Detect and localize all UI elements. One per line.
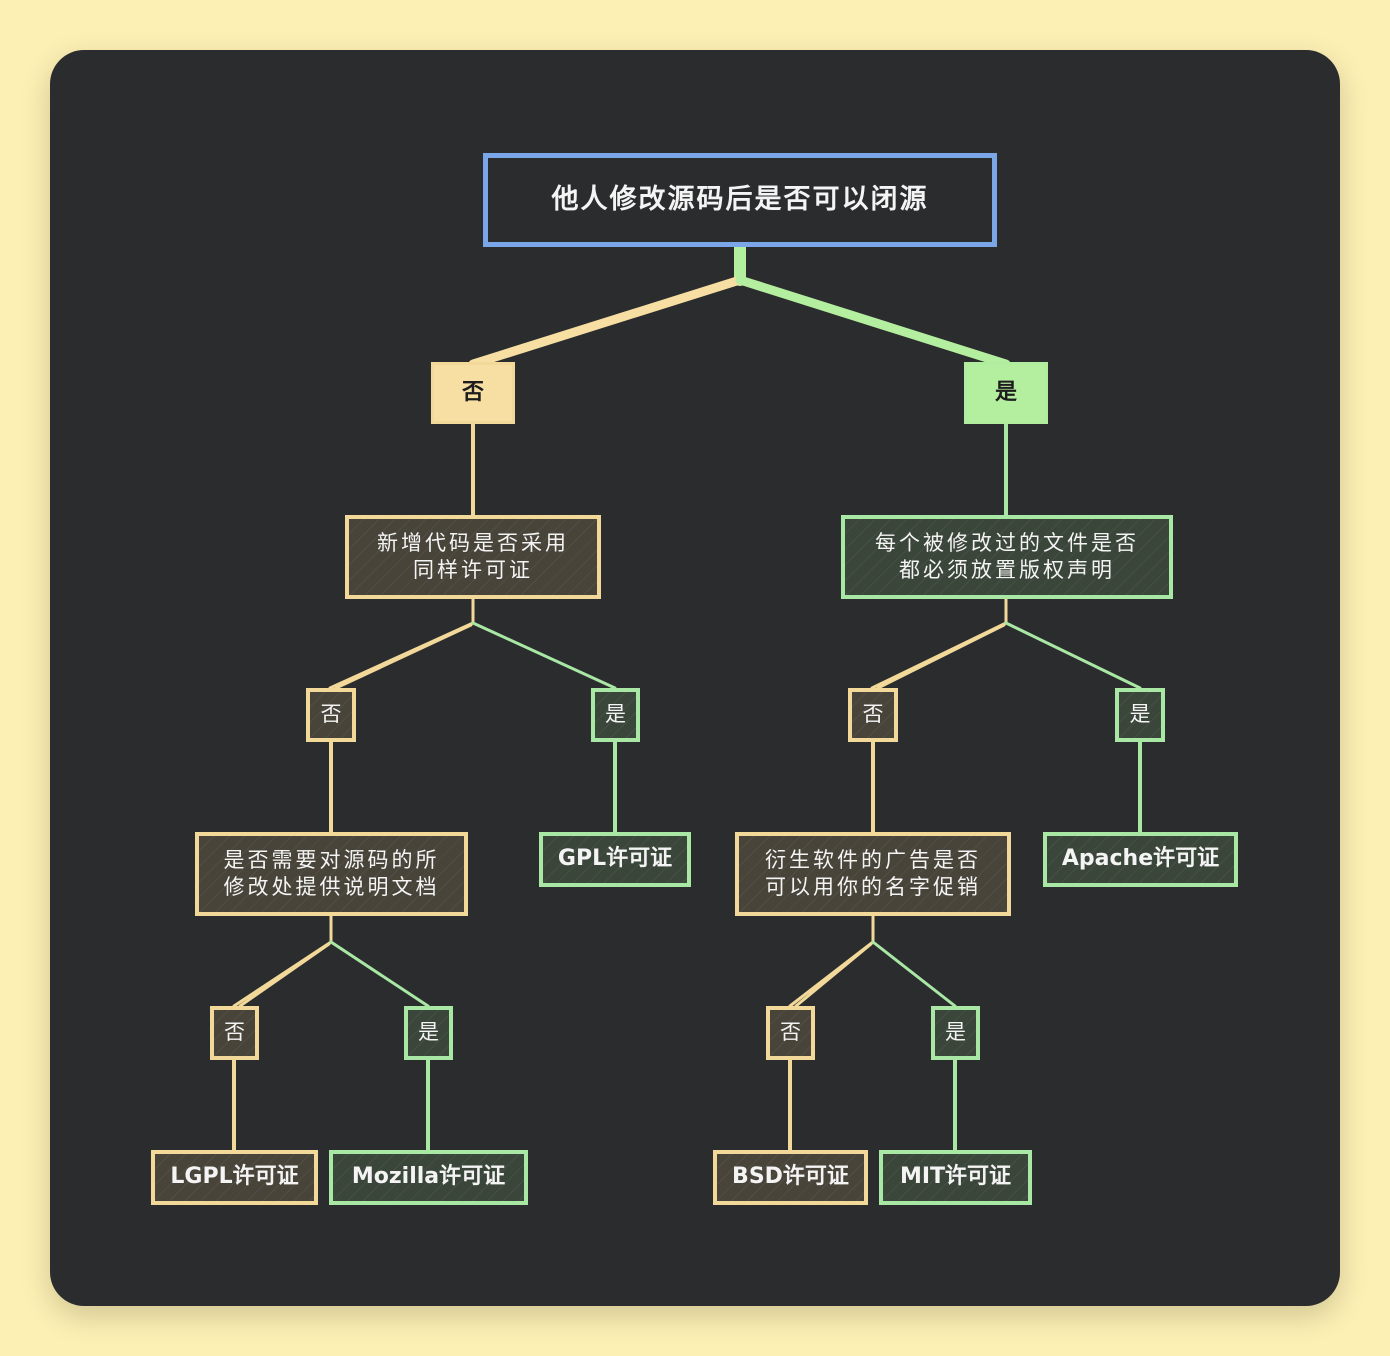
result-label: GPL许可证 [557, 846, 673, 872]
answer-no: 否 [210, 1006, 259, 1060]
edge-q3r-yes [871, 940, 957, 1008]
question-copyright-notice: 每个被修改过的文件是否都必须放置版权声明 [841, 515, 1173, 599]
answer-label: 是 [1129, 702, 1151, 727]
question-line: 同样许可证 [413, 558, 533, 582]
edge-q2l-no [328, 597, 475, 690]
question-line: 是否需要对源码的所 [223, 847, 440, 872]
answer-yes: 是 [1115, 688, 1165, 742]
question-line: 可以用你的名字促销 [765, 875, 981, 899]
result-gpl: GPL许可证 [539, 832, 691, 887]
edge-q3l-no [232, 914, 333, 1008]
answer-yes: 是 [591, 688, 640, 742]
result-label: BSD许可证 [732, 1164, 849, 1190]
answer-label: 否 [862, 702, 884, 727]
result-label: LGPL许可证 [170, 1164, 299, 1190]
edge-q2r-no [870, 597, 1008, 690]
edge-q3r-no [788, 914, 875, 1008]
question-line: 都必须放置版权声明 [899, 558, 1115, 582]
answer-no: 否 [848, 688, 898, 742]
question-line: 新增代码是否采用 [377, 530, 569, 555]
answer-label: 否 [780, 1020, 801, 1045]
answer-label: 是 [605, 702, 626, 727]
root-question: 他人修改源码后是否可以闭源 [483, 153, 997, 247]
result-label: Apache许可证 [1061, 846, 1220, 872]
answer-label: 否 [224, 1020, 245, 1045]
question-same-license: 新增代码是否采用同样许可证 [345, 515, 601, 599]
answer-no: 否 [306, 688, 356, 742]
edge-q3l-yes [329, 940, 430, 1008]
answer-label: 否 [461, 379, 484, 405]
result-lgpl: LGPL许可证 [151, 1150, 318, 1205]
question-line: 每个被修改过的文件是否 [875, 530, 1139, 555]
result-apache: Apache许可证 [1043, 832, 1238, 887]
answer-yes: 是 [404, 1006, 453, 1060]
answer-no-level1: 否 [431, 362, 515, 424]
result-bsd: BSD许可证 [713, 1150, 868, 1205]
result-mit: MIT许可证 [879, 1150, 1032, 1205]
edge-root-yes [735, 275, 1011, 369]
question-line: 衍生软件的广告是否 [765, 847, 981, 872]
root-question-text: 他人修改源码后是否可以闭源 [551, 184, 929, 216]
question-name-promotion: 衍生软件的广告是否可以用你的名字促销 [735, 832, 1011, 916]
question-line: 修改处提供说明文档 [223, 875, 440, 899]
answer-label: 否 [320, 702, 342, 727]
diagram-canvas [50, 50, 1340, 1306]
answer-yes-level1: 是 [964, 362, 1048, 424]
answer-no: 否 [766, 1006, 815, 1060]
edge-root-no [468, 275, 745, 369]
answer-label: 是 [945, 1020, 966, 1045]
result-mozilla: Mozilla许可证 [329, 1150, 528, 1205]
edge-q2r-yes [1004, 621, 1142, 690]
question-documentation: 是否需要对源码的所修改处提供说明文档 [195, 832, 468, 916]
edge-q2l-yes [471, 621, 617, 690]
result-label: MIT许可证 [899, 1164, 1012, 1190]
result-label: Mozilla许可证 [351, 1164, 506, 1190]
answer-label: 是 [418, 1020, 439, 1045]
answer-yes: 是 [931, 1006, 980, 1060]
answer-label: 是 [994, 379, 1017, 405]
